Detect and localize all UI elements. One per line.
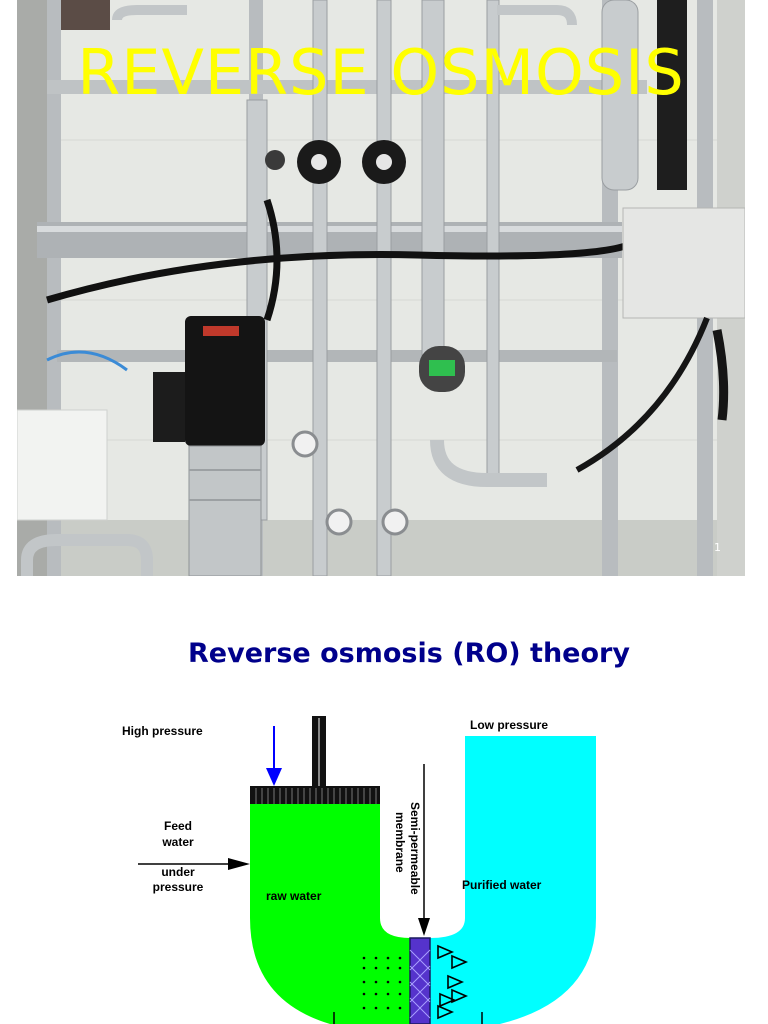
- slide-number: 1: [714, 541, 721, 554]
- ro-plant-photo: [17, 0, 745, 576]
- piston-plate: [250, 786, 380, 804]
- slide-2-title: Reverse osmosis (RO) theory: [188, 638, 630, 669]
- feed-arrow: [138, 858, 250, 870]
- purified-water-region: [430, 736, 596, 1024]
- under-pressure-label-line2: pressure: [153, 880, 204, 894]
- raw-water-region: [250, 802, 430, 1024]
- pressure-arrow: [266, 726, 282, 786]
- ro-theory-diagram: High pressure Low pressure Feed water un…: [122, 716, 596, 1024]
- impurity-dots: [362, 956, 402, 1010]
- semi-permeable-membrane: [409, 937, 431, 1024]
- feed-water-label-line1: Feed: [164, 819, 192, 833]
- slide-photo: REVERSE OSMOSIS 1: [17, 0, 745, 576]
- low-pressure-label: Low pressure: [470, 718, 548, 732]
- raw-water-label: raw water: [266, 889, 322, 903]
- membrane-pointer-arrow: [418, 764, 430, 936]
- slide-title: REVERSE OSMOSIS: [77, 36, 685, 109]
- membrane-label-line1: Semi-permeable: [408, 802, 422, 895]
- feed-water-label-line2: water: [161, 835, 194, 849]
- water-molecule-triangles: [437, 944, 469, 1020]
- membrane-label-line2: membrane: [393, 812, 407, 873]
- high-pressure-label: High pressure: [122, 724, 203, 738]
- purified-water-label: Purified water: [462, 878, 542, 892]
- under-pressure-label-line1: under: [161, 865, 195, 879]
